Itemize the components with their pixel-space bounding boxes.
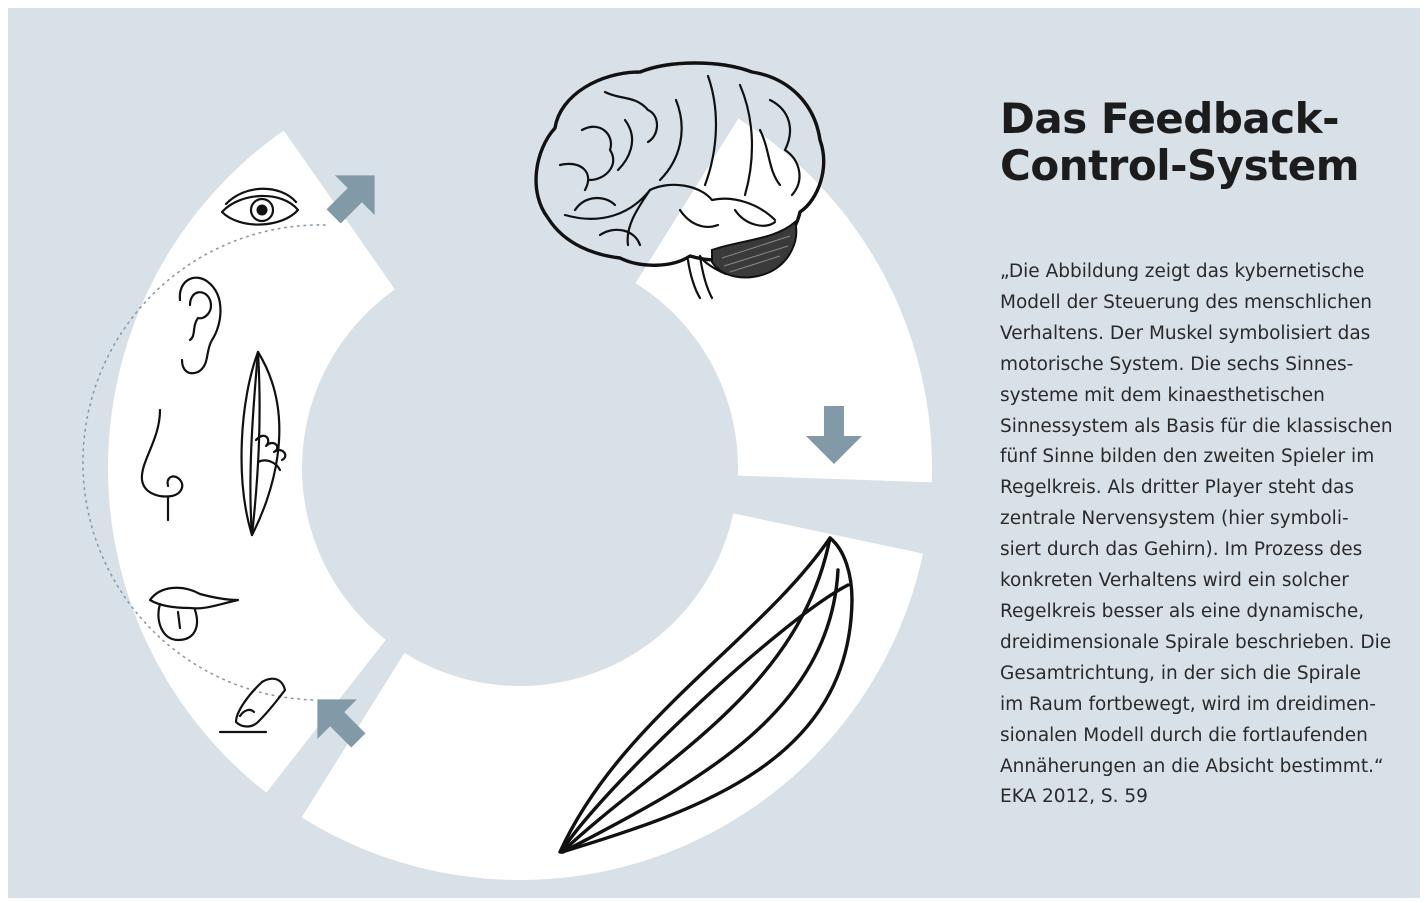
cycle-ring xyxy=(108,118,932,880)
ring-segment-sense-organs xyxy=(635,118,932,483)
arrow-brain-to-muscle xyxy=(806,406,862,464)
muscle-icon xyxy=(558,536,854,854)
arrow-muscle-to-senses xyxy=(317,699,366,748)
mouth-icon xyxy=(148,586,240,642)
ring-segment-brain xyxy=(301,513,923,880)
page-title: Das Feedback- Control-System xyxy=(1000,94,1360,190)
description-quote: „Die Abbildung zeigt das kybernetische M… xyxy=(1000,261,1393,808)
finger-touch-icon xyxy=(218,677,287,734)
eye-icon xyxy=(220,187,300,226)
sense-dotted-arc xyxy=(82,224,326,701)
muscle-spindle-icon xyxy=(240,350,287,537)
brain-icon xyxy=(534,61,826,300)
ear-icon xyxy=(178,276,222,375)
arrow-senses-to-brain xyxy=(326,175,375,224)
nose-icon xyxy=(140,408,184,522)
